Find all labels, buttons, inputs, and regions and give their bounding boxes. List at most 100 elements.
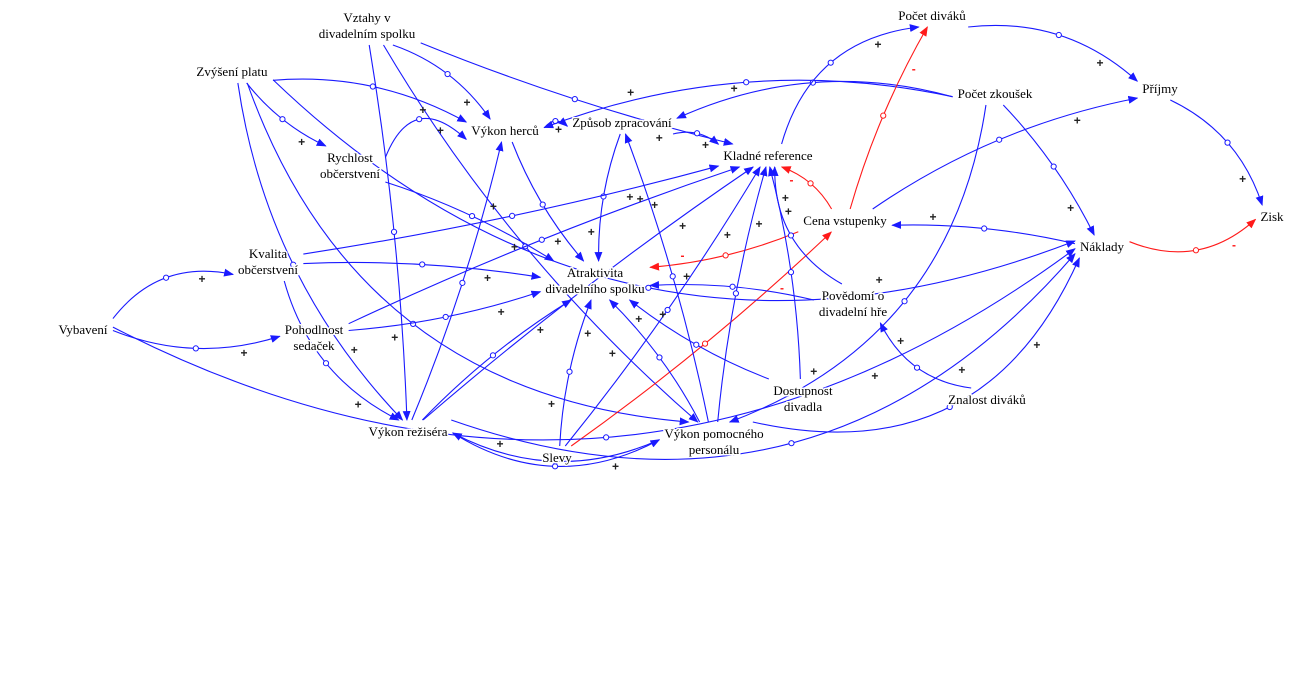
edge-platu-to-naklady bbox=[272, 79, 1076, 302]
edge-kvalita-to-atraktivita bbox=[303, 261, 542, 280]
edge-path bbox=[628, 299, 770, 380]
edge-polarity-zkousky-to-herci: + bbox=[627, 85, 634, 99]
edge-polarity-znalost-to-povedomi: + bbox=[897, 334, 904, 348]
node-label: divadelním spolku bbox=[319, 26, 416, 41]
edge-polarity-slevy-to-cena: - bbox=[780, 281, 784, 295]
edge-midpoint-marker bbox=[444, 70, 451, 78]
edge-polarity-herci-to-atraktivita: + bbox=[554, 235, 561, 249]
edge-pohodlnost-to-reference bbox=[348, 166, 741, 325]
edge-personal-to-atraktivita bbox=[608, 299, 701, 423]
edge-midpoint-marker bbox=[880, 112, 887, 119]
edge-rezisera-to-naklady bbox=[451, 253, 1076, 460]
node-label: Počet diváků bbox=[898, 8, 966, 23]
edge-polarity-zkousky-to-naklady: + bbox=[1067, 201, 1074, 215]
edge-midpoint-marker bbox=[701, 340, 709, 347]
edge-polarity-cena-to-prijmy: + bbox=[1074, 114, 1081, 128]
edge-midpoint-marker bbox=[743, 79, 750, 86]
node-znalost: Znalost diváků bbox=[947, 391, 1028, 409]
node-cena: Cena vstupenky bbox=[802, 212, 889, 230]
node-label: personálu bbox=[689, 442, 740, 457]
edge-slevy-to-reference bbox=[564, 166, 761, 447]
node-label: divadelního spolku bbox=[545, 281, 645, 296]
edge-path bbox=[368, 44, 411, 421]
node-herci: Výkon herců bbox=[470, 122, 541, 140]
node-label: Způsob zpracování bbox=[572, 115, 672, 130]
edge-polarity-rychlost-to-herci: + bbox=[437, 123, 444, 137]
edge-polarity-cena-to-atraktivita: - bbox=[681, 249, 685, 263]
node-zisk: Zisk bbox=[1259, 208, 1286, 226]
edge-midpoint-marker bbox=[468, 212, 476, 220]
node-label: Vybavení bbox=[58, 322, 107, 337]
edge-path bbox=[1129, 218, 1257, 253]
edge-midpoint-marker bbox=[669, 273, 676, 280]
node-reference: Kladné reference bbox=[722, 147, 814, 165]
edge-cena-to-prijmy bbox=[872, 95, 1139, 210]
node-label: sedaček bbox=[293, 338, 335, 353]
edge-rezisera-to-herci bbox=[411, 141, 504, 421]
edge-polarity-kvalita-to-rezisera: + bbox=[355, 398, 362, 412]
edge-polarity-dostupnost-to-atraktivita: + bbox=[659, 307, 666, 321]
edge-rezisera-to-atraktivita bbox=[421, 299, 572, 421]
edge-zkousky-to-zpusob bbox=[676, 79, 953, 119]
edge-midpoint-marker bbox=[656, 354, 663, 361]
edge-personal-to-naklady bbox=[752, 257, 1080, 433]
edge-polarity-vybaveni-to-kvalita: + bbox=[198, 272, 205, 286]
edge-polarity-personal-to-atraktivita: + bbox=[635, 312, 642, 326]
node-zpusob: Způsob zpracování bbox=[571, 114, 674, 132]
node-label: Atraktivita bbox=[567, 265, 624, 280]
edge-zpusob-to-reference bbox=[672, 130, 720, 145]
edge-povedomi-to-atraktivita bbox=[649, 280, 815, 301]
edge-cena-to-atraktivita bbox=[649, 231, 799, 271]
edge-pohodlnost-to-atraktivita bbox=[348, 290, 542, 332]
edge-personal-to-zpusob bbox=[624, 133, 709, 423]
edge-path bbox=[385, 181, 555, 262]
edge-midpoint-marker bbox=[1050, 163, 1057, 170]
edge-midpoint-marker bbox=[369, 83, 376, 90]
edge-polarity-slevy-to-reference: + bbox=[724, 228, 731, 242]
edge-path bbox=[676, 80, 953, 119]
edge-midpoint-marker bbox=[419, 261, 426, 268]
edge-midpoint-marker bbox=[827, 59, 834, 66]
edge-polarity-zpusob-to-atraktivita: + bbox=[588, 225, 595, 239]
edge-polarity-vztahy-to-personal: + bbox=[609, 347, 616, 361]
edge-platu-to-herci bbox=[273, 78, 468, 123]
edge-path bbox=[872, 95, 1139, 210]
node-label: Výkon herců bbox=[471, 123, 539, 138]
node-prijmy: Příjmy bbox=[1141, 80, 1180, 98]
edge-midpoint-marker bbox=[390, 228, 398, 235]
edge-polarity-prijmy-to-zisk: + bbox=[1239, 172, 1246, 186]
edge-vybaveni-to-naklady bbox=[112, 248, 1076, 441]
edge-midpoint-marker bbox=[722, 252, 729, 259]
edge-polarity-personal-to-rezisera: + bbox=[496, 437, 503, 451]
edge-slevy-to-cena bbox=[570, 231, 832, 447]
node-zkousky: Počet zkoušek bbox=[956, 85, 1034, 103]
edge-slevy-to-atraktivita bbox=[559, 299, 592, 447]
edge-midpoint-marker bbox=[664, 306, 671, 314]
edge-midpoint-marker bbox=[552, 458, 559, 465]
edge-prijmy-to-zisk bbox=[1170, 99, 1264, 206]
edge-midpoint-marker bbox=[509, 212, 516, 220]
edge-zkousky-to-naklady bbox=[1002, 104, 1095, 236]
node-label: občerstvení bbox=[238, 262, 298, 277]
edge-reference-to-divaci bbox=[781, 24, 920, 145]
edge-divaci-to-prijmy bbox=[968, 24, 1139, 82]
edge-znalost-to-povedomi bbox=[879, 322, 972, 389]
node-label: Počet zkoušek bbox=[958, 86, 1033, 101]
edge-zpusob-to-atraktivita bbox=[594, 133, 621, 262]
edge-polarity-platu-to-rezisera: + bbox=[351, 343, 358, 357]
edge-midpoint-marker bbox=[416, 116, 423, 123]
edge-midpoint-marker bbox=[946, 403, 953, 411]
edge-midpoint-marker bbox=[901, 298, 908, 305]
edge-vybaveni-to-kvalita bbox=[112, 268, 235, 319]
edge-vztahy-to-herci bbox=[392, 44, 491, 120]
edge-polarity-kvalita-to-reference: + bbox=[626, 190, 633, 204]
edge-polarity-vybaveni-to-naklady: + bbox=[871, 369, 878, 383]
edge-polarity-dostupnost-to-reference: + bbox=[785, 204, 792, 218]
node-naklady: Náklady bbox=[1078, 238, 1126, 256]
